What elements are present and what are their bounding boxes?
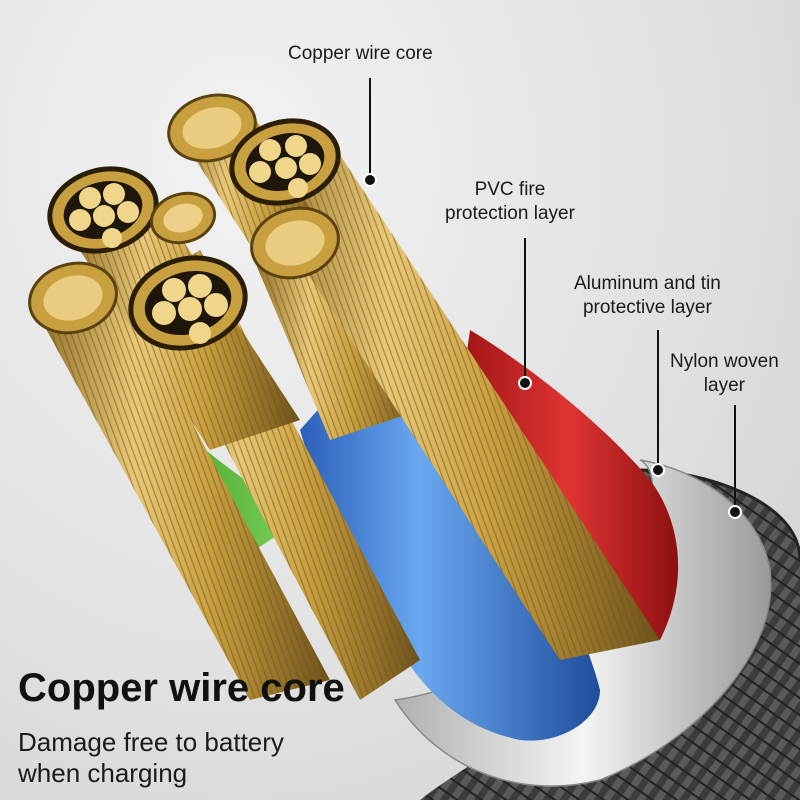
red-wire xyxy=(460,330,679,640)
label-pvc-fire-protection: PVC fire protection layer xyxy=(445,179,575,224)
label-aluminum-tin-layer: Aluminum and tin protective layer xyxy=(574,273,721,318)
label-copper-wire-core: Copper wire core xyxy=(288,43,433,64)
headline: Copper wire core xyxy=(18,666,345,710)
label-nylon-woven-layer: Nylon woven layer xyxy=(670,351,779,396)
caption-text: Damage free to battery when charging xyxy=(18,727,284,788)
copper-ends xyxy=(28,93,341,351)
copper-bundles xyxy=(30,110,660,700)
leader-lines xyxy=(363,78,742,519)
blue-wire xyxy=(300,378,600,741)
